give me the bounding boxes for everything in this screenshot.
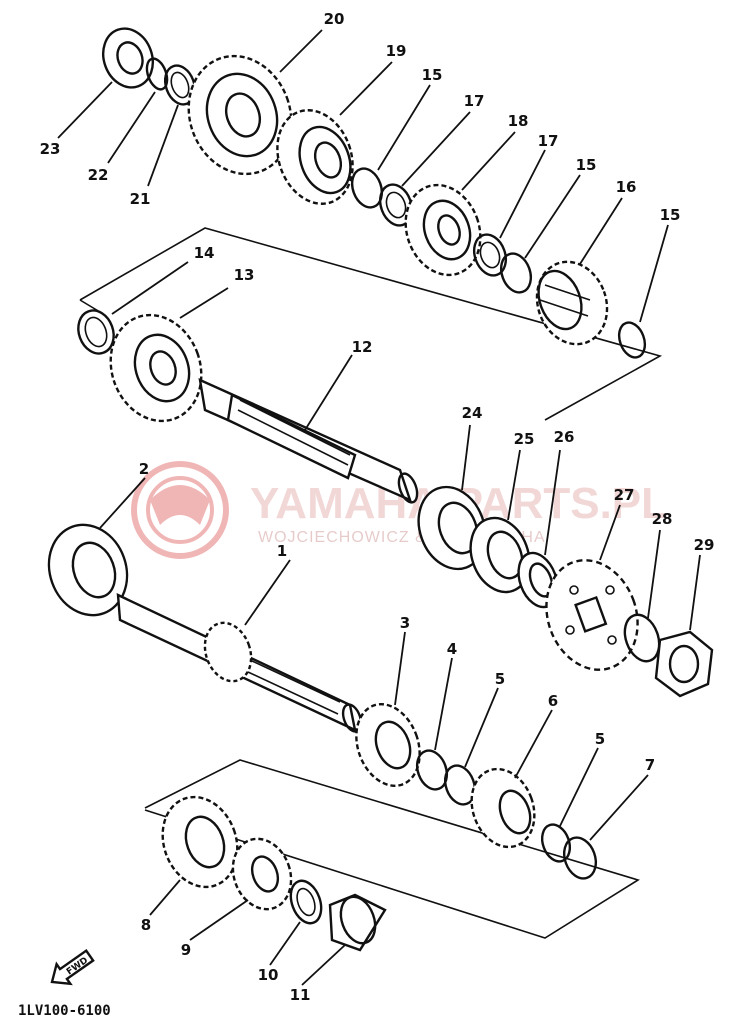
callout-1: 1	[277, 542, 287, 560]
part-21-washer	[163, 64, 197, 106]
callout-10: 10	[258, 966, 279, 984]
callout-2: 2	[139, 460, 149, 478]
part-19-gear	[276, 109, 354, 205]
callout-22: 22	[88, 166, 109, 184]
part-24-bearing	[417, 485, 487, 571]
part-5-circlip-a	[443, 764, 477, 806]
part-18-gear	[404, 183, 482, 277]
part-17-washer-a	[378, 183, 414, 227]
part-7-washer	[562, 836, 598, 880]
part-3-gear	[355, 703, 421, 787]
callout-29: 29	[694, 536, 715, 554]
part-29-nut	[654, 630, 714, 698]
part-14-washer	[77, 309, 115, 355]
part-11-needle-bearing	[328, 893, 387, 952]
fwd-arrow: FWD	[50, 949, 95, 986]
part-27-sprocket	[545, 559, 639, 671]
callout-17a: 17	[464, 92, 485, 110]
callout-26: 26	[554, 428, 575, 446]
callout-19: 19	[386, 42, 407, 60]
part-9-gear	[231, 837, 293, 911]
lower-group-box	[144, 759, 640, 939]
part-12-main-axle	[198, 377, 419, 504]
callout-20: 20	[324, 10, 345, 28]
callout-labels: 1 2 3 4 5 5 6 7 8 9 10 11 12 13 14 15 15…	[40, 10, 715, 1004]
callout-5b: 5	[595, 730, 605, 748]
part-5-circlip-b	[540, 823, 572, 863]
callout-14: 14	[194, 244, 215, 262]
part-20-gear	[187, 54, 293, 176]
part-25-oil-seal	[469, 516, 531, 594]
part-6-gear	[470, 767, 536, 849]
callout-16: 16	[616, 178, 637, 196]
callout-15c: 15	[660, 206, 681, 224]
callout-15a: 15	[422, 66, 443, 84]
leader-lines	[57, 29, 701, 986]
part-22-washer	[145, 57, 169, 91]
part-15-circlip-a	[350, 167, 384, 209]
callout-27: 27	[614, 486, 635, 504]
part-4-washer	[415, 749, 449, 791]
part-16-gear	[535, 260, 609, 346]
callout-18: 18	[508, 112, 529, 130]
callout-17b: 17	[538, 132, 559, 150]
part-8-gear	[161, 795, 239, 889]
callout-9: 9	[181, 941, 191, 959]
part-28-lock-washer	[623, 613, 661, 663]
part-10-washer	[289, 879, 323, 925]
callout-4: 4	[447, 640, 457, 658]
callout-13: 13	[234, 266, 255, 284]
watermark-logo	[131, 461, 229, 559]
callout-7: 7	[645, 756, 655, 774]
callout-3: 3	[400, 614, 410, 632]
callout-21: 21	[130, 190, 151, 208]
upper-group-box	[79, 227, 663, 421]
callout-12: 12	[352, 338, 373, 356]
callout-25: 25	[514, 430, 535, 448]
callout-23: 23	[40, 140, 61, 158]
callout-15b: 15	[576, 156, 597, 174]
part-2-bearing	[47, 523, 129, 617]
part-1-drive-axle	[116, 593, 363, 733]
callout-8: 8	[141, 916, 151, 934]
callout-5a: 5	[495, 670, 505, 688]
part-15-circlip-c	[617, 321, 647, 359]
diagram-code: 1LV100-6100	[18, 1003, 111, 1019]
part-23-bearing	[102, 27, 154, 89]
callout-28: 28	[652, 510, 673, 528]
part-17-washer-b	[472, 233, 508, 277]
callout-11: 11	[290, 986, 311, 1004]
part-13-gear	[109, 313, 203, 423]
part-15-circlip-b	[499, 252, 533, 294]
callout-6: 6	[548, 692, 558, 710]
callout-24: 24	[462, 404, 483, 422]
